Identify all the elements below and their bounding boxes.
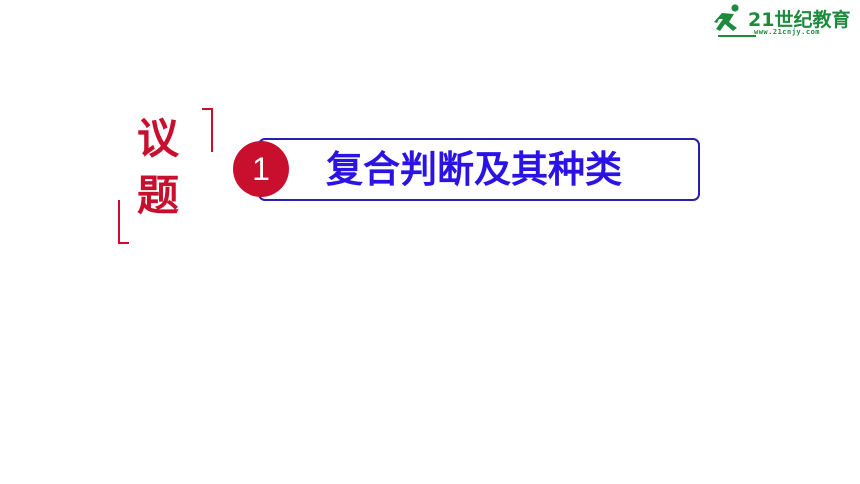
section-title-box: 复合判断及其种类 xyxy=(258,138,700,201)
logo-brand-text: 21世纪教育 xyxy=(748,9,851,31)
section-title: 复合判断及其种类 xyxy=(326,148,622,191)
bracket-top-right xyxy=(202,108,213,152)
logo-underline xyxy=(718,35,756,37)
brand-logo: 21世纪教育 www.21cnjy.com xyxy=(712,4,854,42)
topic-label-char-1: 议 xyxy=(136,114,179,163)
section-number-badge: 1 xyxy=(233,141,289,197)
bracket-bottom-left xyxy=(118,200,129,244)
running-figure-icon xyxy=(714,4,739,31)
logo-url-text: www.21cnjy.com xyxy=(754,28,821,36)
topic-label-char-2: 题 xyxy=(136,171,179,220)
